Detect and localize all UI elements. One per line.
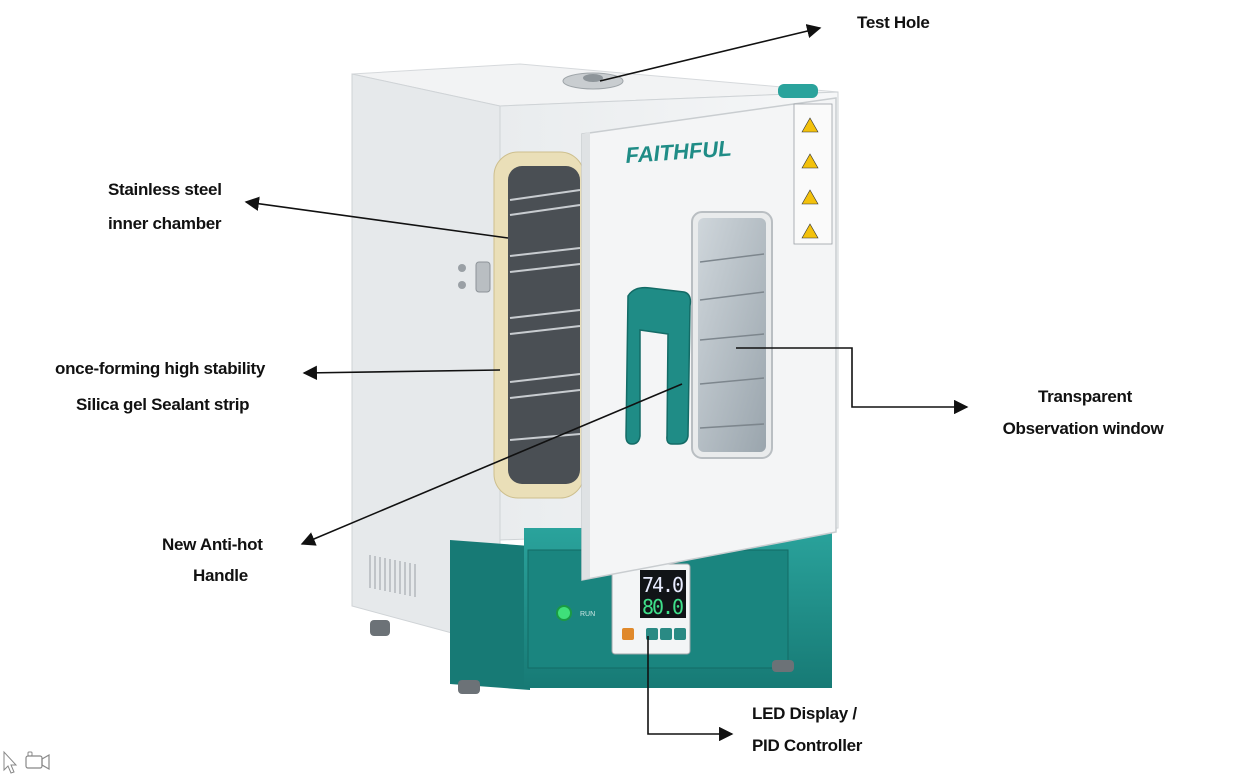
side-vents (369, 555, 416, 597)
callout-line-inner-chamber (244, 196, 509, 239)
window-label-line1: Transparent (1037, 387, 1132, 406)
run-label: RUN (580, 611, 595, 618)
callout-line-handle (300, 383, 683, 546)
inner-chamber-label-line1: Stainless steel (108, 180, 222, 199)
display-label-line2: PID Controller (752, 736, 863, 755)
run-indicator-light (556, 605, 572, 621)
oven-base-side (450, 540, 530, 690)
set-temp-display: 80.0 (642, 595, 684, 619)
handle-label-line2: Handle (193, 566, 248, 585)
foot (772, 660, 794, 672)
controller-button-down[interactable] (660, 628, 672, 640)
warning-labels (793, 103, 833, 245)
top-knob (778, 84, 818, 98)
side-latch (475, 261, 491, 293)
callout-line-sealant (302, 365, 501, 381)
viewer-toolbar (3, 750, 50, 774)
actual-temp-display: 74.0 (642, 573, 684, 597)
handle-label-line1: New Anti-hot (162, 535, 263, 554)
callout-line-test-hole (599, 24, 822, 82)
inner-chamber (508, 166, 580, 484)
sealant-label-line1: once-forming high stability (55, 359, 266, 378)
controller-button-set[interactable] (622, 628, 634, 640)
sealant-label-line2: Silica gel Sealant strip (76, 395, 250, 414)
foot (370, 620, 390, 636)
window-label-line2: Observation window (1002, 419, 1164, 438)
display-label-line1: LED Display / (752, 704, 857, 723)
controller-button-shift[interactable] (646, 628, 658, 640)
callout-line-window (736, 347, 969, 415)
door-handle[interactable] (625, 286, 692, 445)
video-camera-icon[interactable] (25, 751, 50, 771)
cursor-icon[interactable] (3, 750, 18, 774)
foot (458, 680, 480, 694)
callout-line-display (647, 636, 734, 742)
test-hole-label: Test Hole (857, 13, 930, 32)
chamber-shelves (509, 189, 581, 441)
controller-button-up[interactable] (674, 628, 686, 640)
inner-chamber-label-line2: inner chamber (108, 214, 222, 233)
